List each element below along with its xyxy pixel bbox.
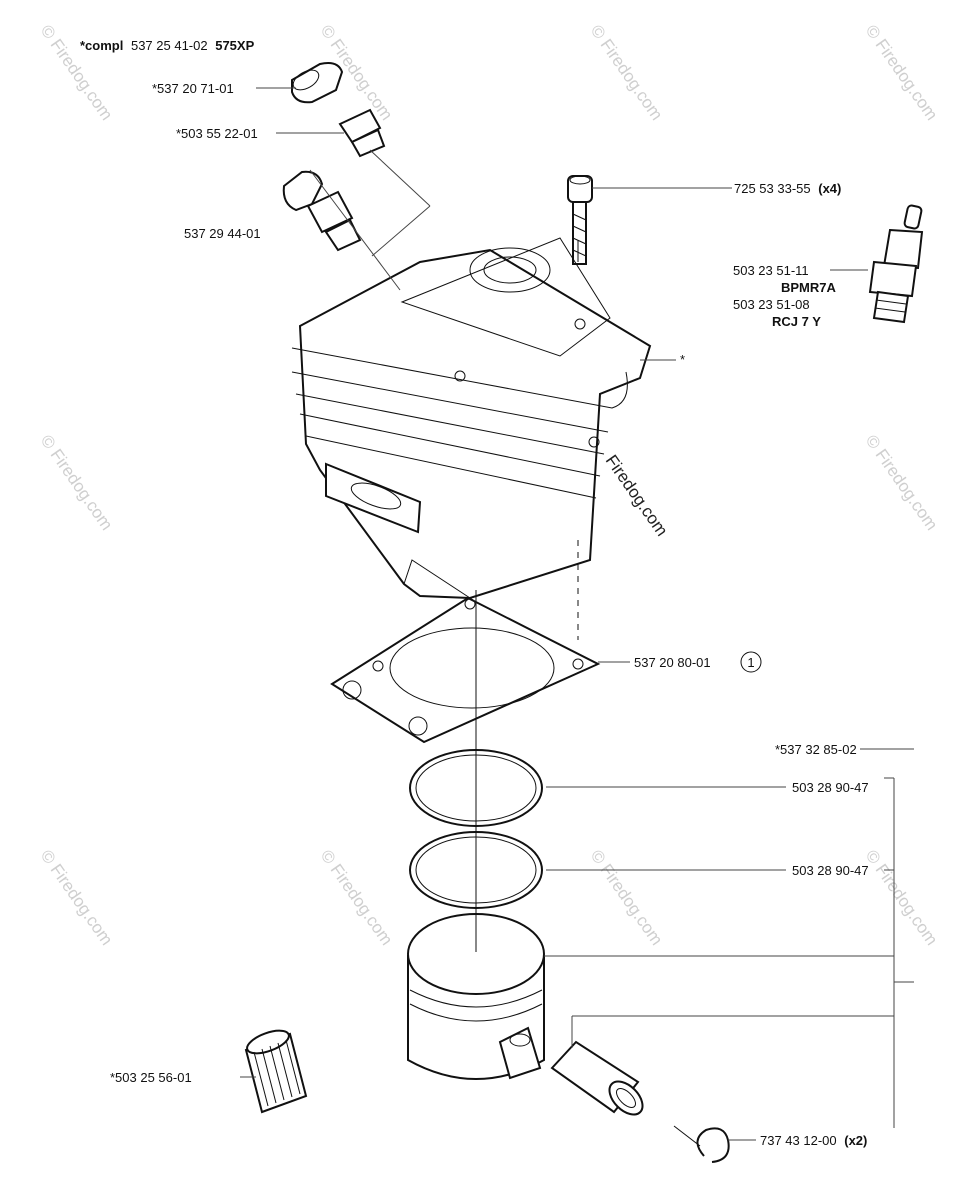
watermark-main: Firedog.com <box>602 451 672 539</box>
leader-lines <box>240 87 914 1141</box>
compl-label: *compl 537 25 41-02 575XP <box>80 38 255 53</box>
watermark: © Firedog.com <box>37 21 117 123</box>
screw-part <box>567 175 593 265</box>
gasket-note-circle <box>740 651 762 673</box>
ring-2-label: 503 28 90-47 <box>792 863 869 878</box>
cylinder-star-label: * <box>680 352 685 367</box>
spark-plug-label-1: 503 23 51-11 <box>733 263 809 278</box>
valve-part <box>282 170 362 252</box>
spark-plug-part <box>868 204 924 324</box>
valve-label: 537 29 44-01 <box>184 226 261 241</box>
cylinder-part <box>291 237 652 600</box>
piston-part <box>407 913 545 1080</box>
circlip-label: 737 43 12-00 (x2) <box>760 1133 867 1148</box>
spark-plug-type-2: RCJ 7 Y <box>772 314 821 329</box>
plug-label: *503 55 22-01 <box>176 126 258 141</box>
watermark: © Firedog.com <box>317 846 397 948</box>
watermark: © Firedog.com <box>862 21 942 123</box>
plug-part <box>338 108 386 158</box>
cap-part <box>291 62 344 104</box>
gasket-part <box>330 596 601 744</box>
watermark: © Firedog.com <box>862 431 942 533</box>
spark-plug-type-1: BPMR7A <box>781 280 837 295</box>
gasket-label: 537 20 80-01 <box>634 655 711 670</box>
bearing-label: *503 25 56-01 <box>110 1070 192 1085</box>
watermark: © Firedog.com <box>37 846 117 948</box>
bearing-part <box>244 1029 308 1114</box>
piston-kit-label: *537 32 85-02 <box>775 742 857 757</box>
piston-pin-part <box>550 1040 644 1116</box>
labels: *compl 537 25 41-02 575XP *537 20 71-01 … <box>80 38 869 1148</box>
watermark: © Firedog.com <box>587 846 667 948</box>
circlip-part <box>673 1125 730 1163</box>
watermark: © Firedog.com <box>37 431 117 533</box>
gasket-note: 1 <box>747 655 754 670</box>
ring-1-label: 503 28 90-47 <box>792 780 869 795</box>
spark-plug-label-2: 503 23 51-08 <box>733 297 810 312</box>
screw-label: 725 53 33-55 (x4) <box>734 181 841 196</box>
cap-label: *537 20 71-01 <box>152 81 234 96</box>
watermark: © Firedog.com <box>862 846 942 948</box>
watermark: © Firedog.com <box>587 21 667 123</box>
